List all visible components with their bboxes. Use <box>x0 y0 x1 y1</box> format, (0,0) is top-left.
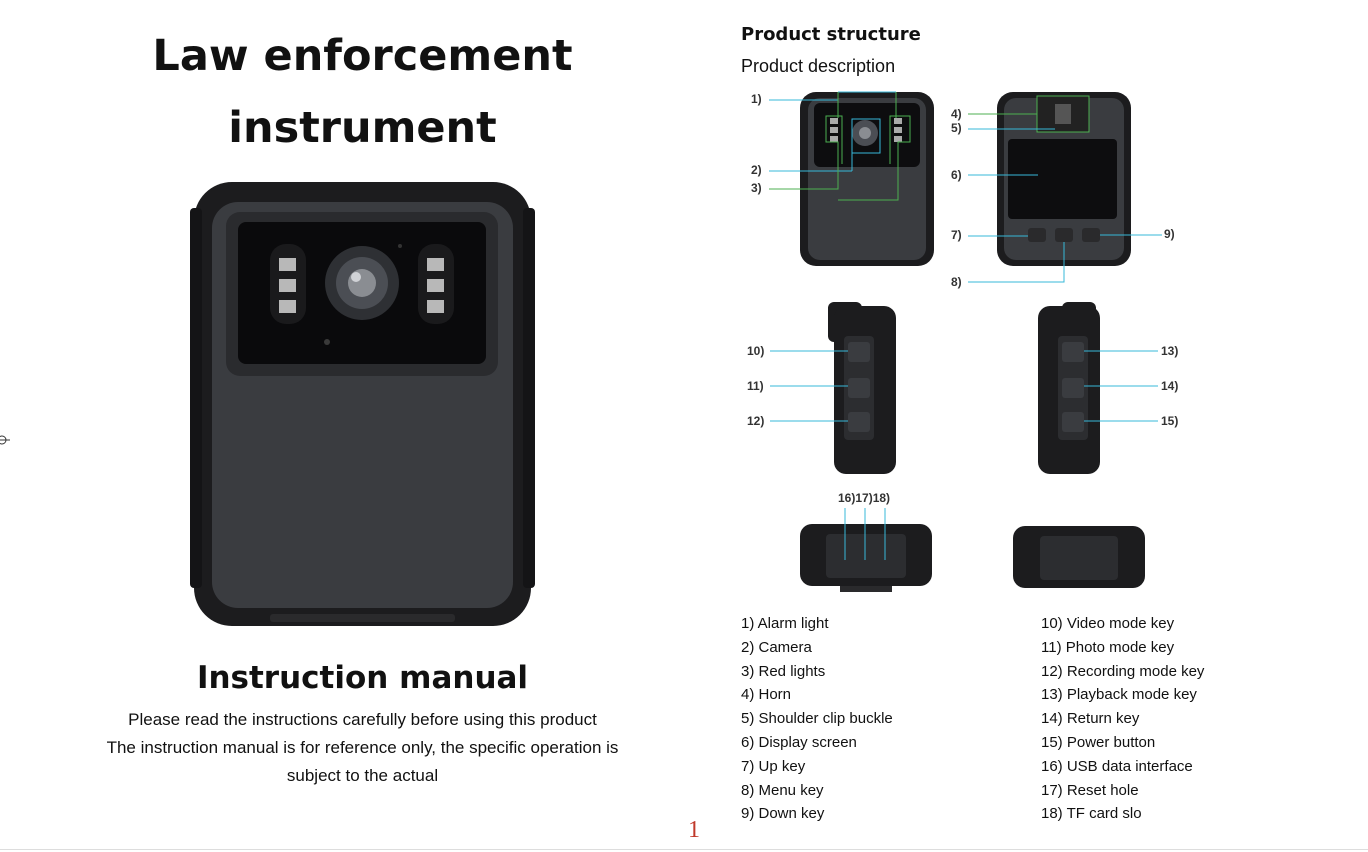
callout-13: 13) <box>1161 344 1178 358</box>
part-item: 9) Down key <box>741 805 825 823</box>
part-item: 16) USB data interface <box>1041 757 1193 775</box>
part-item: 13) Playback mode key <box>1041 686 1197 704</box>
callout-14: 14) <box>1161 379 1178 393</box>
part-item: 10) Video mode key <box>1041 615 1175 632</box>
bottom-view <box>800 524 932 592</box>
page-divider <box>0 849 1368 850</box>
part-item: 7) Up key <box>741 757 806 775</box>
callout-9: 9) <box>1164 227 1175 241</box>
part-item: 14) Return key <box>1041 710 1140 728</box>
structure-subheading: Product description <box>741 56 896 76</box>
callout-7: 7) <box>951 228 962 242</box>
callout-16-18: 16)17)18) <box>838 491 890 505</box>
manual-note-line: Please read the instructions carefully b… <box>128 710 597 729</box>
manual-note-line: subject to the actual <box>286 766 439 785</box>
callout-2: 2) <box>751 163 762 177</box>
part-item: 6) Display screen <box>741 733 857 751</box>
part-item: 3) Red lights <box>741 662 826 680</box>
left-side-view <box>828 302 896 474</box>
manual-notes: Please read the instructions carefully b… <box>60 706 665 790</box>
manual-note-line: The instruction manual is for reference … <box>106 738 619 757</box>
callout-1: 1) <box>751 92 762 106</box>
parts-list-right: 10) Video mode key 11) Photo mode key 12… <box>1041 612 1204 826</box>
top-view <box>1013 526 1145 588</box>
right-side-view <box>1038 302 1100 474</box>
crosshair-icon <box>0 435 10 445</box>
cover-title-line2: instrument <box>228 103 497 153</box>
callout-6: 6) <box>951 168 962 182</box>
part-item: 1) Alarm light <box>741 615 829 632</box>
part-item: 18) TF card slo <box>1041 805 1142 823</box>
parts-list-left: 1) Alarm light 2) Camera 3) Red lights 4… <box>741 612 893 826</box>
page-number: 1 <box>688 817 700 843</box>
product-structure-diagram: 1) 2) 3) 4) 5) 6) 7) 9) 8) 10) 11) 12) <box>747 91 1178 592</box>
manual-title: Instruction manual <box>196 660 529 696</box>
part-item: 12) Recording mode key <box>1041 662 1205 680</box>
callout-12: 12) <box>747 414 764 428</box>
structure-heading: Product structure <box>741 24 921 45</box>
part-item: 17) Reset hole <box>1041 781 1139 799</box>
cover-title-line1: Law enforcement <box>152 31 573 81</box>
front-view <box>800 92 934 266</box>
part-item: 4) Horn <box>741 686 792 704</box>
callout-10: 10) <box>747 344 764 358</box>
callout-4: 4) <box>951 107 962 121</box>
camera-front-image <box>190 182 535 626</box>
part-item: 8) Menu key <box>741 781 824 799</box>
back-view <box>997 92 1131 266</box>
callout-15: 15) <box>1161 414 1178 428</box>
callout-5: 5) <box>951 121 962 135</box>
part-item: 11) Photo mode key <box>1041 638 1175 656</box>
callout-11: 11) <box>747 379 764 393</box>
part-item: 5) Shoulder clip buckle <box>741 710 893 728</box>
callout-3: 3) <box>751 181 762 195</box>
part-item: 2) Camera <box>741 638 812 656</box>
part-item: 15) Power button <box>1041 733 1156 751</box>
callout-8: 8) <box>951 275 962 289</box>
